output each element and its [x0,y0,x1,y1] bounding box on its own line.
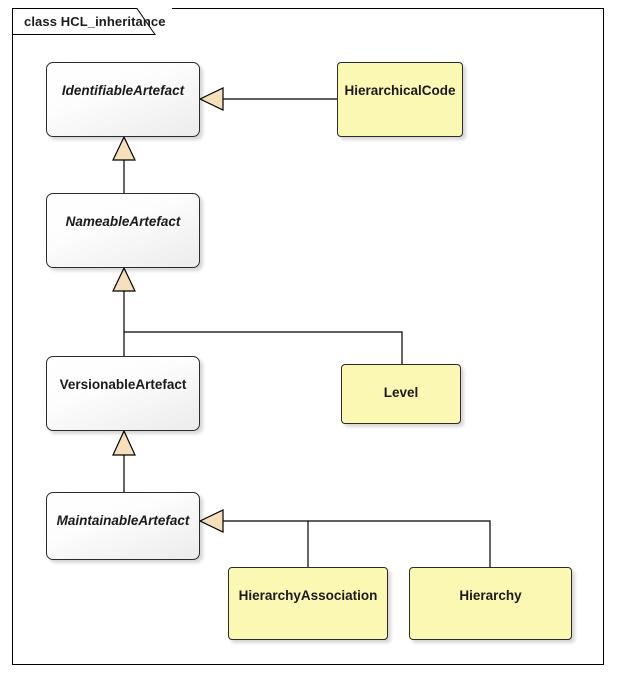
class-name-hierarchy-association: HierarchyAssociation [238,588,378,603]
class-box-hierarchy[interactable]: Hierarchy [409,567,572,640]
class-box-hierarchy-association[interactable]: HierarchyAssociation [228,567,388,640]
diagram-title-text: class HCL_inheritance [24,13,166,29]
class-box-versionable-artefact[interactable]: VersionableArtefact [46,356,200,431]
class-name-identifiable-artefact: IdentifiableArtefact [61,83,185,98]
class-name-hierarchical-code: HierarchicalCode [344,83,456,98]
class-name-hierarchy: Hierarchy [459,588,522,603]
class-name-nameable-artefact: NameableArtefact [65,214,181,229]
class-box-nameable-artefact[interactable]: NameableArtefact [46,193,200,268]
class-name-versionable-artefact: VersionableArtefact [59,377,187,392]
class-box-maintainable-artefact[interactable]: MaintainableArtefact [46,492,200,560]
class-box-level[interactable]: Level [341,364,461,424]
class-name-maintainable-artefact: MaintainableArtefact [56,513,190,528]
diagram-title-tab-shape [12,8,156,35]
diagram-title-tab: class HCL_inheritance [12,8,172,35]
class-name-level: Level [383,385,419,400]
class-box-identifiable-artefact[interactable]: IdentifiableArtefact [46,62,200,137]
class-box-hierarchical-code[interactable]: HierarchicalCode [337,62,463,137]
